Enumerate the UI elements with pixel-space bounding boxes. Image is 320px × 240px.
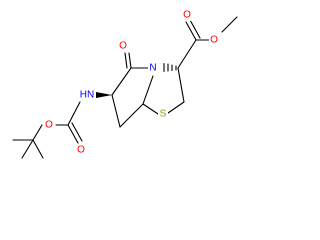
ester-ether-oxygen-label: O (210, 35, 218, 46)
bond-ch2-sulfur (167, 101, 185, 114)
bond-ether-o-tert-c (32, 124, 43, 141)
bond-tert-butyl-methyl-2 (32, 139, 44, 159)
bond-c7a-n (142, 75, 154, 105)
carbamate-carbonyl-oxygen-label: O (77, 145, 85, 156)
molecular-structure-diagram: O O O N S HN O O (12, 9, 238, 159)
bond-ester-carbonyl-double-2 (189, 19, 201, 39)
bond-carbamate-double-1 (67, 124, 79, 144)
amide-nitrogen-label: HN (80, 90, 94, 101)
bond-lines (12, 16, 238, 159)
bond-lactam-carbonyl-double-1 (128, 52, 132, 69)
bond-c7-c7a (119, 103, 144, 128)
bond-c3-ch2 (177, 67, 185, 103)
bond-c3-n-hashed-wedge (163, 62, 177, 73)
bond-c6-nh-bold-wedge (96, 92, 112, 98)
bond-sulfur-c7a (142, 103, 159, 115)
bond-carbonyl-to-c3 (177, 39, 197, 69)
bond-lactam-carbonyl-double-2 (124, 52, 128, 69)
bond-nh-carbamate-c (67, 101, 81, 126)
ester-carbonyl-oxygen-label: O (183, 10, 191, 21)
bond-c5-c6 (111, 67, 132, 96)
atom-labels: O O O N S HN O O (44, 9, 219, 156)
bond-carbamate-double-2 (71, 122, 83, 142)
lactam-carbonyl-oxygen-label: O (119, 41, 127, 52)
carbamate-ether-oxygen-label: O (45, 120, 53, 131)
bond-tert-butyl-methyl-3 (21, 139, 34, 159)
thiazolidine-sulfur-label: S (160, 109, 167, 120)
bond-ester-methyl (221, 16, 238, 33)
bond-c6-c7 (111, 94, 121, 128)
ring-nitrogen-label: N (149, 63, 156, 74)
bond-ester-carbonyl-double-1 (185, 21, 197, 41)
